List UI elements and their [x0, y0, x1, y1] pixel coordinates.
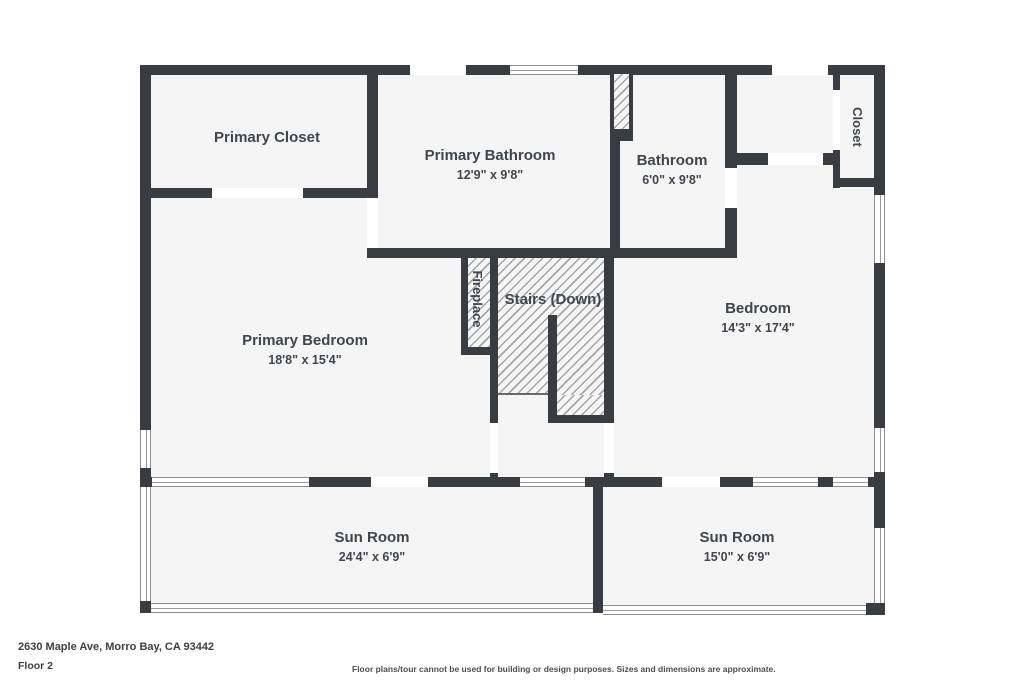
window: [833, 477, 868, 487]
floor-number: Floor 2: [18, 660, 54, 672]
wall-segment: [466, 65, 510, 75]
room-name: Sun Room: [699, 529, 775, 546]
room-label-sun-room-2: Sun Room 15'0" x 6'9": [700, 528, 775, 566]
sunroom-glass-wall: [140, 487, 151, 601]
sunroom-glass-wall: [603, 605, 866, 615]
room-name: Primary Closet: [214, 129, 320, 146]
room-name: Stairs (Down): [504, 291, 602, 308]
wall-segment: [309, 477, 371, 487]
door-opening: [768, 153, 823, 165]
room-name: Primary Bathroom: [424, 147, 556, 164]
fireplace-wall: [461, 258, 468, 355]
door-opening: [725, 168, 737, 208]
room-label-primary-bedroom: Primary Bedroom 18'8" x 15'4": [242, 331, 368, 369]
wall-segment: [367, 248, 737, 258]
fireplace-label: Fireplace: [467, 270, 487, 327]
door-opening: [367, 198, 378, 250]
room-name: Fireplace: [470, 270, 485, 328]
window: [874, 195, 885, 263]
wall-segment: [866, 603, 885, 615]
wall-segment: [490, 258, 498, 423]
sunroom-glass-wall: [151, 603, 593, 613]
door-opening: [604, 423, 614, 473]
wall-segment: [610, 141, 620, 258]
window: [874, 428, 885, 472]
door-opening: [371, 477, 428, 487]
room-label-bedroom: Bedroom 14'3" x 17'4": [721, 299, 794, 337]
window: [140, 430, 151, 468]
wall-segment: [868, 477, 884, 487]
room-dimensions: 24'4" x 6'9": [338, 550, 406, 564]
room-dimensions: 18'8" x 15'4": [268, 353, 342, 367]
wall-segment: [428, 477, 520, 487]
stairs-return-wall: [548, 315, 557, 423]
window: [753, 477, 818, 487]
wall-segment: [833, 65, 840, 90]
window: [152, 477, 309, 487]
wall-opening: [772, 65, 828, 75]
room-dimensions: 6'0" x 9'8": [642, 173, 702, 187]
room-dimensions: 14'3" x 17'4": [721, 321, 795, 335]
wall-segment: [585, 477, 662, 487]
wall-segment: [367, 65, 378, 198]
wall-segment: [303, 188, 378, 198]
disclaimer-text: Floor plans/tour cannot be used for buil…: [352, 664, 776, 674]
door-opening: [490, 423, 498, 473]
room-label-closet: Closet: [847, 107, 867, 147]
room-label-primary-bathroom: Primary Bathroom 12'9" x 9'8": [425, 146, 556, 184]
wall-segment: [720, 477, 753, 487]
closet-opening: [833, 90, 840, 150]
chimney-hatch: [614, 74, 629, 129]
wall-segment: [604, 248, 614, 423]
fireplace-wall: [461, 347, 498, 355]
room-dimensions: 15'0" x 6'9": [703, 550, 771, 564]
room-dimensions: 12'9" x 9'8": [456, 168, 524, 182]
wall-segment: [140, 477, 152, 487]
wall-segment: [874, 65, 885, 195]
stairs-edge-line: [498, 393, 550, 395]
door-opening: [212, 188, 303, 198]
room-label-bathroom: Bathroom 6'0" x 9'8": [637, 151, 708, 189]
wall-segment: [725, 65, 737, 168]
wall-segment: [140, 65, 151, 430]
wall-segment: [140, 65, 410, 75]
room-name: Primary Bedroom: [242, 332, 368, 349]
stairs-hatch: [557, 395, 604, 415]
wall-segment: [833, 178, 884, 187]
wall-segment: [737, 153, 768, 165]
room-name: Bathroom: [636, 152, 708, 169]
wall-segment: [874, 472, 885, 528]
wall-opening: [410, 65, 466, 75]
window: [510, 65, 578, 75]
wall-segment: [604, 473, 614, 487]
room-name: Bedroom: [725, 300, 791, 317]
wall-segment: [725, 208, 737, 258]
wall-segment: [818, 477, 833, 487]
window: [520, 477, 585, 487]
wall-segment: [828, 65, 884, 75]
room-label-sun-room-1: Sun Room 24'4" x 6'9": [335, 528, 410, 566]
wall-segment: [874, 263, 885, 428]
sunroom-divider-wall: [593, 477, 603, 613]
room-label-primary-closet: Primary Closet: [214, 128, 320, 148]
room-name: Sun Room: [334, 529, 410, 546]
wall-segment: [140, 601, 151, 613]
wall-segment: [833, 150, 840, 188]
fireplace-hatch: [468, 258, 490, 347]
wall-segment: [578, 65, 772, 75]
property-address: 2630 Maple Ave, Morro Bay, CA 93442: [18, 641, 215, 653]
room-name: Closet: [850, 107, 865, 147]
wall-segment: [490, 473, 498, 487]
door-opening: [662, 477, 720, 487]
sunroom-glass-wall: [874, 528, 885, 603]
stairs-label: Stairs (Down): [505, 290, 602, 310]
wall-segment: [548, 415, 614, 423]
wall-segment: [140, 188, 212, 198]
